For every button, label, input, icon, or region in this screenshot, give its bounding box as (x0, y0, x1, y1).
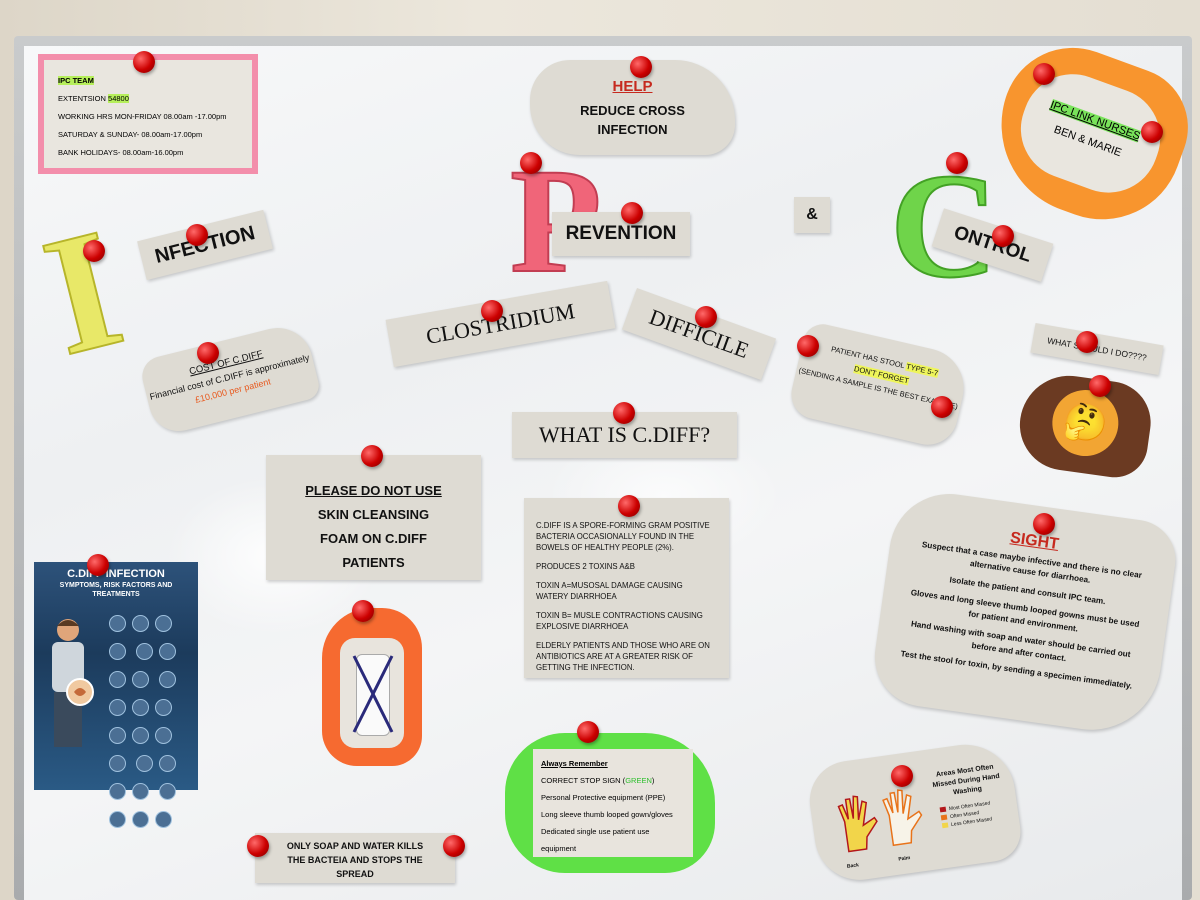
push-pin (1033, 63, 1055, 85)
cdiff-info-p4: TOXIN B= MUSLE CONTRACTIONS CAUSING EXPL… (536, 611, 703, 631)
no-foam-bottle-card (322, 608, 422, 766)
sight-card: SIGHT Suspect that a case maybe infectiv… (868, 486, 1181, 739)
push-pin (946, 152, 968, 174)
skin-line-4: PATIENTS (342, 555, 405, 570)
always-item-4: Dedicated single use patient use equipme… (541, 827, 650, 853)
push-pin (443, 835, 465, 857)
extension-label: EXTENTSION (58, 94, 106, 103)
push-pin (247, 835, 269, 857)
soap-and-water-card: ONLY SOAP AND WATER KILLS THE BACTEIA AN… (255, 833, 455, 883)
ipc-team-card: IPC TEAM EXTENTSION 54800 WORKING HRS MO… (38, 54, 258, 174)
push-pin (695, 306, 717, 328)
person-illustration (52, 619, 94, 747)
always-title: Always Remember (541, 759, 608, 768)
push-pin (186, 224, 208, 246)
extension-number: 54800 (108, 94, 129, 103)
push-pin (992, 225, 1014, 247)
push-pin (577, 721, 599, 743)
skin-line-2: SKIN CLEANSING (317, 507, 430, 522)
hands-diagram (837, 789, 923, 853)
cdiff-info-p1: C.DIFF IS A SPORE-FORMING GRAM POSITIVE … (536, 521, 710, 552)
always-green: GREEN (625, 776, 652, 785)
hand-washing-title: Areas Most Often Missed During Hand Wash… (932, 763, 1001, 797)
hand-washing-card: Back Palm Areas Most Often Missed During… (804, 738, 1025, 886)
push-pin (797, 335, 819, 357)
push-pin (1033, 513, 1055, 535)
push-pin (133, 51, 155, 73)
push-pin (361, 445, 383, 467)
push-pin (520, 152, 542, 174)
cdiff-info-p2: PRODUCES 2 TOXINS A&B (536, 562, 635, 571)
push-pin (83, 240, 105, 262)
push-pin (352, 600, 374, 622)
poster-title: C.DIFF INFECTION (67, 568, 165, 580)
cdiff-info-card: C.DIFF IS A SPORE-FORMING GRAM POSITIVE … (524, 498, 729, 678)
push-pin (1141, 121, 1163, 143)
cdiff-info-p5: ELDERLY PATIENTS AND THOSE WHO ARE ON AN… (536, 641, 710, 672)
help-card: HELP REDUCE CROSS INFECTION (530, 60, 735, 155)
soap-line-2: THE BACTEIA AND STOPS THE (287, 855, 423, 865)
push-pin (630, 56, 652, 78)
bank-holiday-hours: BANK HOLIDAYS- 08.00am-16.00pm (58, 148, 184, 157)
soap-line-3: SPREAD (336, 869, 374, 879)
push-pin (87, 554, 109, 576)
cdiff-infection-poster: C.DIFF INFECTION SYMPTOMS, RISK FACTORS … (34, 562, 198, 828)
push-pin (618, 495, 640, 517)
poster-icon-grid (106, 612, 194, 836)
push-pin (891, 765, 913, 787)
cdiff-info-p3: TOXIN A=MUSOSAL DAMAGE CAUSING WATERY DI… (536, 581, 683, 601)
cross-out-icon (352, 655, 394, 733)
push-pin (197, 342, 219, 364)
weekend-hours: SATURDAY & SUNDAY- 08.00am-17.00pm (58, 130, 203, 139)
help-line-2: INFECTION (597, 122, 668, 137)
thinking-face-icon: 🤔 (1048, 385, 1123, 461)
ampersand-label: & (794, 197, 830, 233)
push-pin (613, 402, 635, 424)
push-pin (1076, 331, 1098, 353)
working-hours: WORKING HRS MON-FRIDAY 08.00am -17.00pm (58, 112, 227, 121)
skin-line-1c: USE (411, 483, 442, 498)
push-pin (481, 300, 503, 322)
revention-label: REVENTION (552, 212, 690, 256)
always-item-3: Long sleeve thumb looped gown/gloves (541, 810, 673, 819)
always-item-2: Personal Protective equipment (PPE) (541, 793, 666, 802)
skin-line-1a: PLEASE (305, 483, 361, 498)
hand-washing-legend: Most Often Missed Often Missed Less Ofte… (939, 799, 993, 830)
help-line-1: REDUCE CROSS (580, 103, 685, 118)
always-remember-card: Always Remember CORRECT STOP SIGN (GREEN… (505, 733, 715, 873)
palm-label: Palm (898, 855, 911, 863)
back-label: Back (846, 862, 860, 870)
push-pin (621, 202, 643, 224)
soap-line-1: ONLY SOAP AND WATER KILLS (286, 841, 424, 851)
skin-do-not: DO NOT (360, 483, 412, 498)
skin-line-3: FOAM ON C.DIFF (320, 531, 427, 546)
poster-subtitle: SYMPTOMS, RISK FACTORS AND TREATMENTS (59, 582, 173, 598)
always-item-1-end: ) (651, 776, 655, 785)
push-pin (1089, 375, 1111, 397)
always-item-1: CORRECT STOP SIGN ( (541, 776, 626, 785)
skin-cleansing-card: PLEASE DO NOT USE SKIN CLEANSING FOAM ON… (266, 455, 481, 580)
push-pin (931, 396, 953, 418)
help-title: HELP (612, 78, 653, 95)
ipc-team-title: IPC TEAM (58, 76, 94, 85)
